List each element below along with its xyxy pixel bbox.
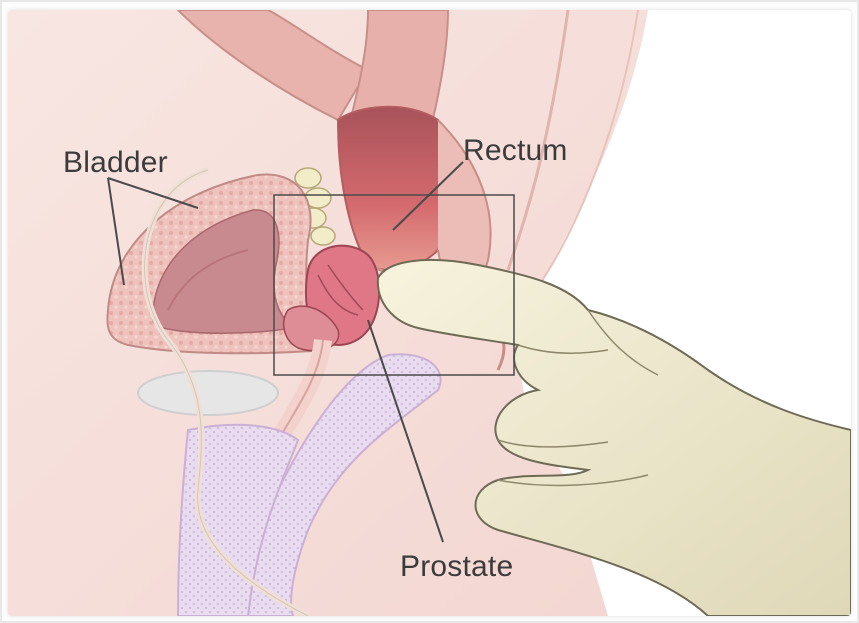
bladder-label: Bladder bbox=[63, 146, 168, 179]
symphysis bbox=[138, 371, 278, 415]
anatomy-svg: Bladder Rectum Prostate bbox=[8, 10, 851, 616]
prostate-label: Prostate bbox=[400, 550, 513, 583]
anatomy-illustration: Bladder Rectum Prostate bbox=[8, 10, 851, 616]
rectum-label: Rectum bbox=[463, 134, 568, 167]
